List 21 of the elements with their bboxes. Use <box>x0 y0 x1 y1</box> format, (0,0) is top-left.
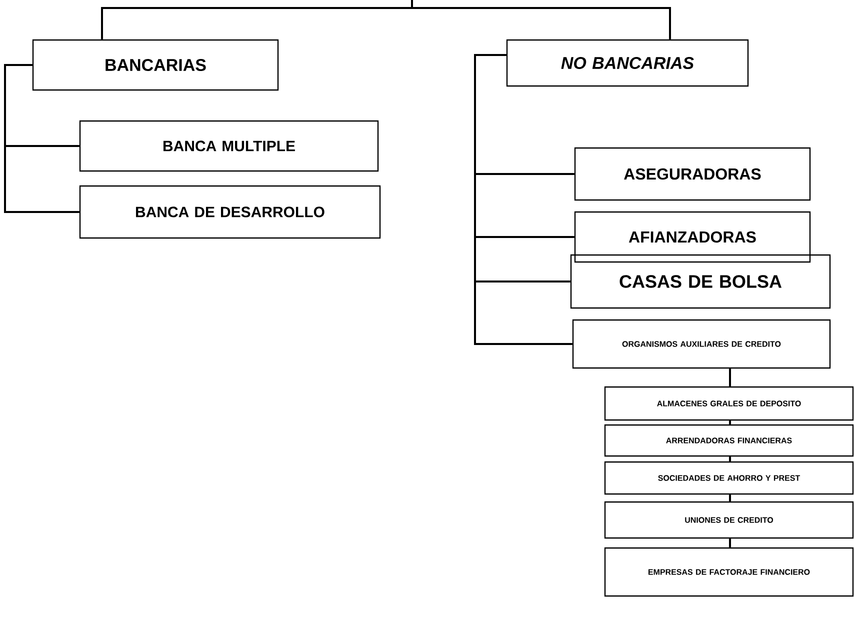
category-box: BANCA DE DESARROLLO <box>79 185 381 239</box>
category-box: CASAS DE BOLSA <box>570 254 831 309</box>
connector-line <box>474 54 572 345</box>
category-box: SOCIEDADES DE AHORRO Y PREST <box>604 461 854 495</box>
category-box: UNIONES DE CREDITO <box>604 501 854 539</box>
category-box: ALMACENES GRALES DE DEPOSITO <box>604 386 854 421</box>
connector-line <box>729 538 731 548</box>
category-box: ARRENDADORAS FINANCIERAS <box>604 424 854 457</box>
category-box: ORGANISMOS AUXILIARES DE CREDITO <box>572 319 831 369</box>
category-box: BANCARIAS <box>32 39 279 91</box>
connector-line <box>729 456 731 462</box>
connector-line <box>729 368 731 386</box>
category-box: NO BANCARIAS <box>506 39 749 87</box>
connector-line <box>4 64 80 213</box>
category-box: BANCA MULTIPLE <box>79 120 379 172</box>
category-box: EMPRESAS DE FACTORAJE FINANCIERO <box>604 547 854 597</box>
connector-line <box>729 494 731 502</box>
connector-line <box>411 0 671 40</box>
category-box: ASEGURADORAS <box>574 147 811 201</box>
connector-line <box>729 420 731 424</box>
category-box: AFIANZADORAS <box>574 211 811 263</box>
